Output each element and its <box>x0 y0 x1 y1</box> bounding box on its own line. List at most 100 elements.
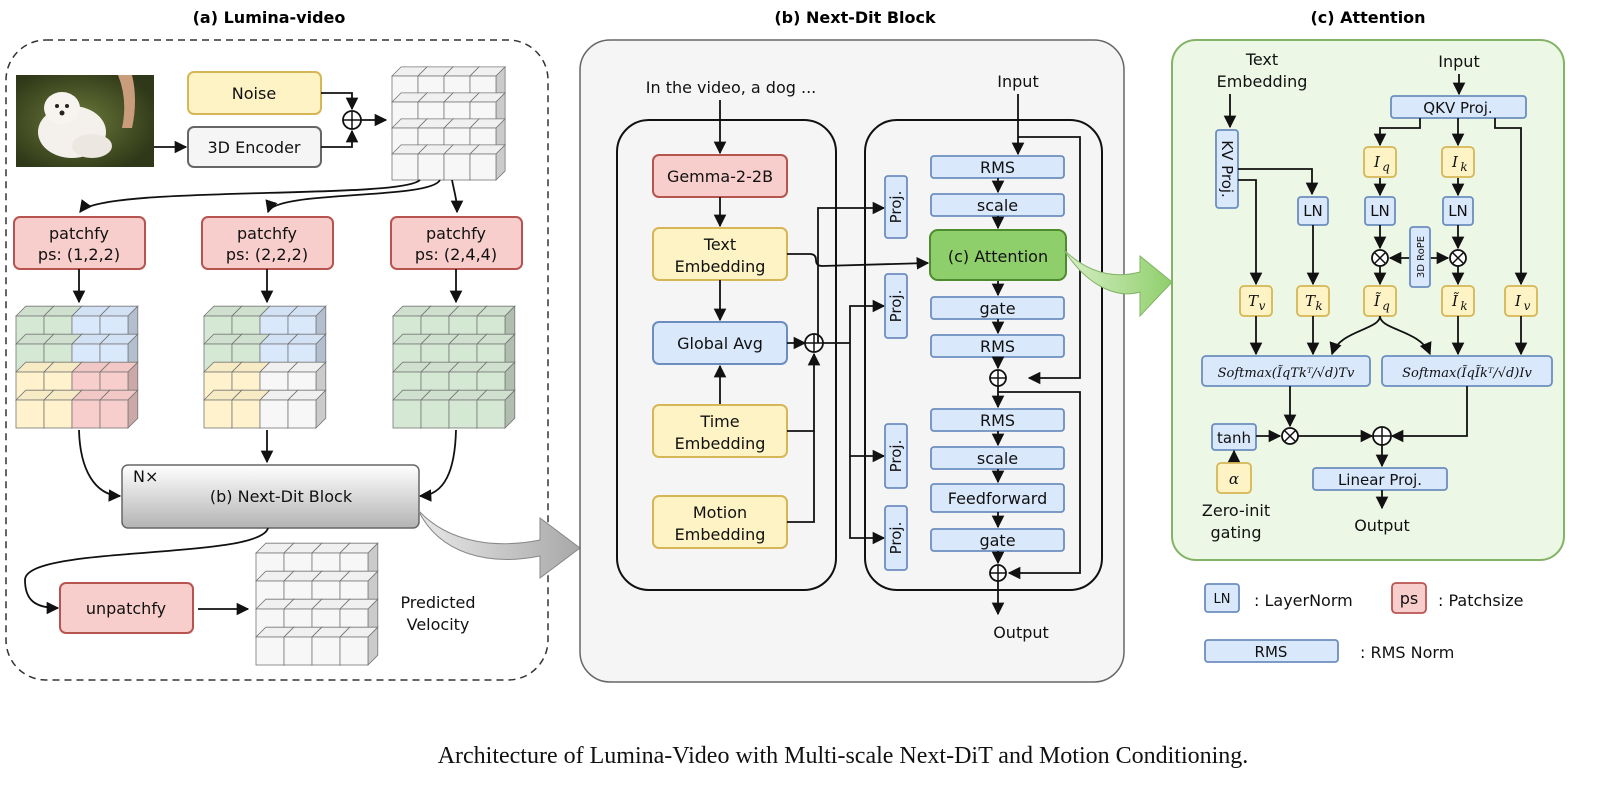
cube-cell <box>99 389 139 429</box>
ln-k-label: LN <box>1448 202 1468 220</box>
zero-init-line-1: Zero-init <box>1202 501 1270 520</box>
cube-cell <box>287 389 327 429</box>
patch-cube-2 <box>203 305 327 429</box>
patchify-3-ps: ps: (2,4,4) <box>415 245 497 264</box>
ln-k-text-label: LN <box>1303 202 1323 220</box>
rms-3: RMS <box>930 408 1065 432</box>
rope-box <box>1409 226 1431 288</box>
cube-cell <box>469 143 507 181</box>
unpatchify-label: unpatchfy <box>86 599 166 618</box>
qkv-proj-label: QKV Proj. <box>1423 99 1492 117</box>
times-op-k <box>1449 249 1467 267</box>
feedforward: Feedforward <box>930 483 1065 513</box>
cube-cell <box>448 389 488 429</box>
gemma-label: Gemma-2-2B <box>667 167 773 186</box>
token-sub: q <box>1382 299 1390 313</box>
proj-boxes: Proj. Proj. Proj. Proj. <box>884 175 908 571</box>
zero-init-line-2: gating <box>1211 523 1262 542</box>
rms-2: RMS <box>930 334 1065 358</box>
scale-1-label: scale <box>977 196 1018 215</box>
expand-arrow-b <box>417 509 581 579</box>
plus-residual-2 <box>989 564 1007 582</box>
gate-1-label: gate <box>979 299 1015 318</box>
time-emb-line-1: Time <box>699 412 739 431</box>
c-input-label: Input <box>1438 52 1479 71</box>
token-sub: k <box>1460 299 1467 313</box>
gate-2-label: gate <box>979 531 1015 550</box>
predicted-line-1: Predicted <box>400 593 475 612</box>
patch-cube-1 <box>15 305 139 429</box>
patchify-2-ps: ps: (2,2,2) <box>226 245 308 264</box>
nx-label: N× <box>133 467 158 486</box>
next-dit-block-label: (b) Next-Dit Block <box>210 487 353 506</box>
global-avg-label: Global Avg <box>677 334 763 353</box>
motion-emb-line-2: Embedding <box>675 525 766 544</box>
alpha-box <box>1216 462 1252 494</box>
token-label: T <box>1305 292 1316 310</box>
c-output-label: Output <box>1354 516 1410 535</box>
legend-ps-box <box>1391 582 1427 614</box>
linear-proj-label: Linear Proj. <box>1338 471 1422 489</box>
proj-label: Proj. <box>887 290 905 323</box>
time-emb-line-2: Embedding <box>675 434 766 453</box>
softmax-left-label: Softmax(ĨqTkᵀ/√d)Tv <box>1218 365 1355 381</box>
token-label: I <box>1514 292 1522 310</box>
plus-op-b1 <box>804 333 824 353</box>
unpatchify-box <box>59 582 194 634</box>
proj-label: Proj. <box>887 522 905 555</box>
patchify-3: patchfy ps: (2,4,4) <box>390 216 523 270</box>
token-sub: q <box>1382 160 1390 174</box>
cube-cell <box>339 626 379 666</box>
linear-proj-box <box>1312 467 1448 491</box>
patchify-1-label: patchfy <box>49 224 109 243</box>
rms-3-label: RMS <box>980 411 1015 430</box>
proj-label: Proj. <box>887 440 905 473</box>
alpha-label: α <box>1229 470 1239 488</box>
figure-caption: Architecture of Lumina-Video with Multi-… <box>438 743 1249 769</box>
panel-a-frame <box>5 39 549 681</box>
legend-ln-box <box>1204 583 1240 613</box>
scale-1: scale <box>930 193 1065 217</box>
proj-label: Proj. <box>887 191 905 224</box>
token-sub: k <box>1315 299 1322 313</box>
rms-2-label: RMS <box>980 337 1015 356</box>
plus-op-a <box>342 110 362 130</box>
prompt-text: In the video, a dog ... <box>646 78 817 97</box>
token-label: T <box>1248 292 1259 310</box>
token-sub: v <box>1524 299 1531 313</box>
legend-rms-text: : RMS Norm <box>1360 643 1454 662</box>
dog-photo <box>16 75 154 167</box>
legend-ps-box-label: ps <box>1400 589 1419 608</box>
times-op-q <box>1371 249 1389 267</box>
token-label: Ĩ <box>1451 292 1459 310</box>
legend-rms-box-label: RMS <box>1255 643 1288 661</box>
tanh-label: tanh <box>1217 429 1251 447</box>
proj-box: Proj. <box>884 423 908 489</box>
panel-c-title: (c) Attention <box>1310 8 1425 27</box>
token-sub: v <box>1259 299 1266 313</box>
conditioning-frame <box>616 119 837 591</box>
block-frame <box>864 119 1103 591</box>
token-label: I <box>1451 153 1459 171</box>
legend-rms-box <box>1204 639 1339 663</box>
text-emb-line-1: Text <box>703 235 736 254</box>
rope-label: 3D RoPE <box>1416 236 1427 278</box>
patchify-2: patchfy ps: (2,2,2) <box>201 216 334 270</box>
legend-ln-text: : LayerNorm <box>1254 591 1353 610</box>
proj-box: Proj. <box>884 505 908 571</box>
proj-box: Proj. <box>884 273 908 339</box>
softmax-right-label: Softmax(ĨqĨkᵀ/√d)Iv <box>1402 365 1532 381</box>
c-text-emb-line-1: Text <box>1245 50 1278 69</box>
ln-q-label: LN <box>1370 202 1390 220</box>
plus-op-c <box>1372 426 1392 446</box>
scale-2: scale <box>930 446 1065 470</box>
token-sub: k <box>1460 160 1467 174</box>
patch-cube-3 <box>392 305 516 429</box>
kv-proj-label: KV Proj. <box>1218 140 1236 198</box>
